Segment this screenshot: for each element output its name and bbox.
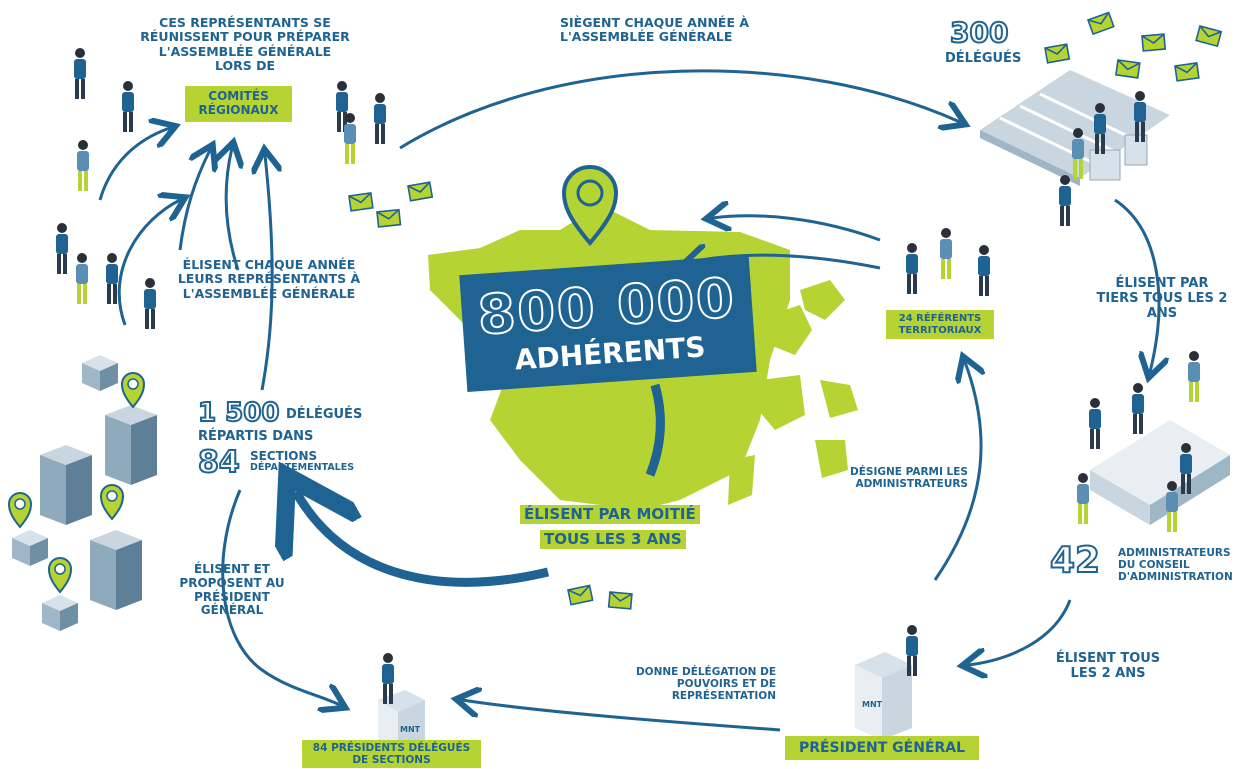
delegues-1500-number: 1 500: [197, 397, 280, 429]
admin-label: ADMINISTRATEURS DU CONSEIL D'ADMINISTRAT…: [1118, 547, 1233, 584]
envelope-icon: [1044, 43, 1071, 64]
representative-figure: [344, 113, 356, 164]
comites-intro-text: CES REPRÉSENTANTS SE RÉUNISSENT POUR PRÉ…: [140, 15, 350, 74]
location-pin-icon: [100, 484, 124, 520]
envelope-icon: [1087, 11, 1115, 35]
elisent-moitie-line1: ÉLISENT PAR MOITIÉ: [520, 505, 700, 525]
admin-number: 42: [1049, 539, 1101, 582]
representative-figure: [144, 278, 156, 329]
referent-figure: [978, 245, 990, 296]
delegate-figure: [1059, 175, 1071, 226]
sections-number: 84: [197, 444, 241, 481]
siegent-text: SIÈGENT CHAQUE ANNÉE À L'ASSEMBLÉE GÉNÉR…: [560, 15, 750, 45]
location-pin-icon: [121, 372, 145, 408]
presidents-delegues-tag: 84 PRÉSIDENTS DÉLÉGUÉS DE SECTIONS: [302, 740, 481, 769]
envelope-icon: [1195, 25, 1223, 47]
representative-figure: [374, 93, 386, 144]
administrator-figure: [1166, 481, 1178, 532]
representative-figure: [74, 48, 86, 99]
location-pin-icon: [48, 557, 72, 593]
elisent-proposent-text: ÉLISENT ET PROPOSENT AU PRÉSIDENT GÉNÉRA…: [179, 562, 285, 618]
envelope-icon: [376, 208, 402, 228]
dom-tom-2: [800, 280, 845, 320]
repartis-text: RÉPARTIS DANS: [198, 429, 314, 444]
envelope-icon: [348, 192, 374, 212]
delegues-1500-label: DÉLÉGUÉS: [286, 407, 363, 422]
president-general-tag: PRÉSIDENT GÉNÉRAL: [785, 736, 979, 761]
donne-delegation-text: DONNE DÉLÉGATION DE POUVOIRS ET DE REPRÉ…: [635, 666, 776, 703]
representative-figure: [76, 253, 88, 304]
envelope-icon: [1115, 59, 1141, 79]
administrator-figure: [1077, 473, 1089, 524]
dom-tom-5: [815, 440, 848, 478]
representative-figure: [77, 140, 89, 191]
envelope-icon: [607, 591, 633, 610]
location-pin-icon: [561, 165, 619, 247]
mnt-logo-right: MNT: [862, 700, 883, 709]
elisent-moitie-line2: TOUS LES 3 ANS: [540, 530, 686, 550]
dom-tom-4: [820, 380, 858, 418]
dom-tom-3: [758, 375, 805, 430]
referent-figure: [906, 243, 918, 294]
elisent-tiers-text: ÉLISENT PAR TIERS TOUS LES 2 ANS: [1096, 276, 1228, 321]
comites-regionaux-tag: COMITÉS RÉGIONAUX: [185, 86, 292, 122]
administrator-figure: [1089, 398, 1101, 449]
representative-figure: [106, 253, 118, 304]
envelope-icon: [407, 181, 434, 202]
board-table-illustration: [1090, 420, 1230, 525]
referent-figure: [940, 228, 952, 279]
designe-text: DÉSIGNE PARMI LES ADMINISTRATEURS: [850, 466, 968, 491]
dom-tom-6: [728, 455, 755, 505]
administrator-figure: [1188, 351, 1200, 402]
dom-tom-1: [770, 305, 812, 355]
mnt-logo-left: MNT: [400, 725, 421, 734]
envelope-icon: [567, 584, 594, 606]
elisent-chaque-text: ÉLISENT CHAQUE ANNÉE LEURS REPRÉSENTANTS…: [177, 257, 361, 301]
sections-label: SECTIONS: [250, 449, 318, 463]
departementales-label: DÉPARTEMENTALES: [250, 462, 355, 473]
delegues-300-number: 300: [949, 15, 1009, 50]
location-pin-icon: [8, 492, 32, 528]
administrator-figure: [1132, 383, 1144, 434]
envelope-icon: [1141, 33, 1167, 52]
representative-figure: [122, 81, 134, 132]
delegues-300-label: DÉLÉGUÉS: [945, 51, 1022, 66]
representative-figure: [56, 223, 68, 274]
lectern-illustration-right: [855, 652, 912, 740]
assembly-hall-illustration: [980, 70, 1170, 186]
members-badge: 800 000 ADHÉRENTS: [459, 255, 757, 392]
referents-tag: 24 RÉFÉRENTS TERRITORIAUX: [886, 310, 994, 339]
elisent-2ans-text: ÉLISENT TOUS LES 2 ANS: [1055, 651, 1161, 681]
envelope-icon: [1174, 62, 1200, 82]
